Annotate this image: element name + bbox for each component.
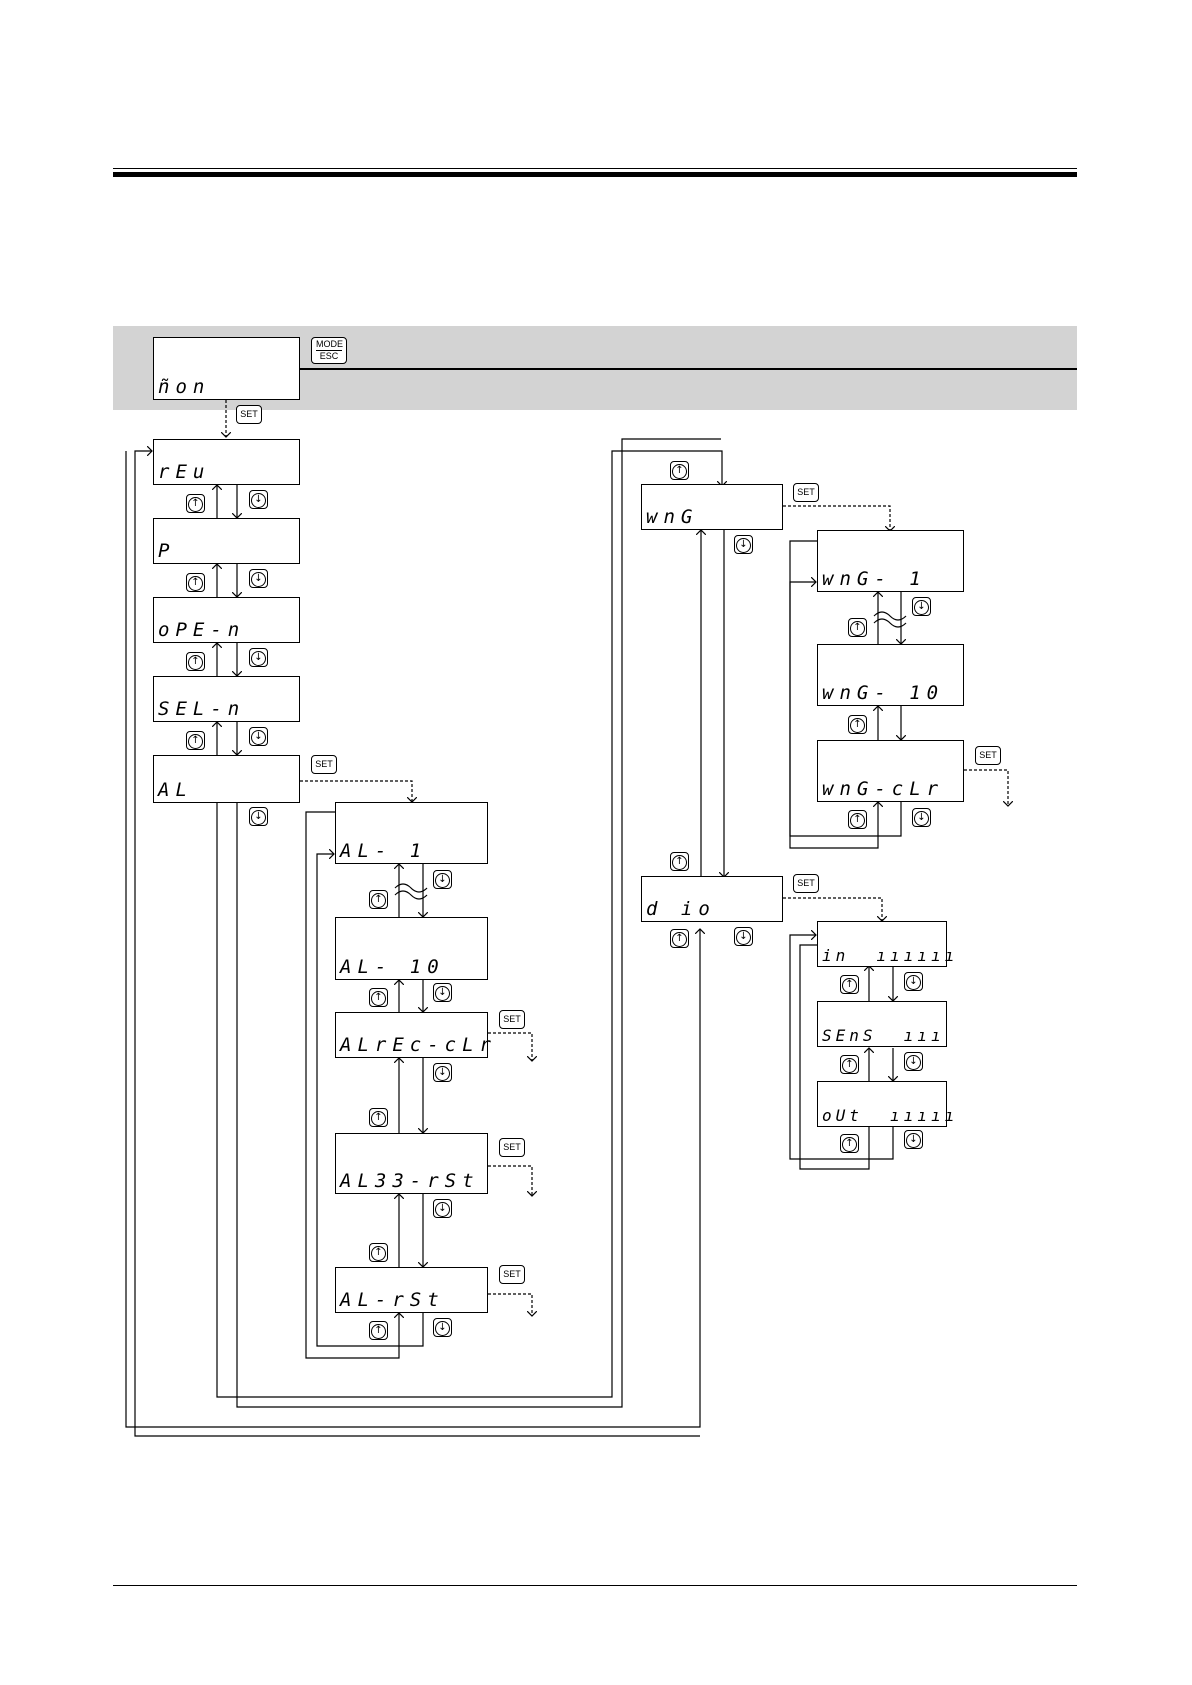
display-al-rst: AL-rSt <box>335 1267 488 1313</box>
display-al: AL <box>153 755 300 803</box>
down-key[interactable]: ↓ <box>734 535 753 554</box>
up-key[interactable]: ↑ <box>369 1108 388 1127</box>
set-key-alrec-clr[interactable]: SET <box>499 1010 525 1029</box>
up-key[interactable]: ↑ <box>840 975 859 994</box>
display-out: oUt ııııı <box>817 1081 947 1127</box>
display-p: P <box>153 518 300 564</box>
up-key[interactable]: ↑ <box>186 494 205 513</box>
display-sel-n: SEL-n <box>153 676 300 722</box>
display-dio: d io <box>641 876 783 922</box>
down-key[interactable]: ↓ <box>249 727 268 746</box>
down-key[interactable]: ↓ <box>433 1318 452 1337</box>
up-key[interactable]: ↑ <box>670 929 689 948</box>
up-key[interactable]: ↑ <box>186 731 205 750</box>
set-key-wng[interactable]: SET <box>793 483 819 502</box>
up-key[interactable]: ↑ <box>186 652 205 671</box>
up-key[interactable]: ↑ <box>369 988 388 1007</box>
down-key[interactable]: ↓ <box>912 597 931 616</box>
up-key[interactable]: ↑ <box>369 890 388 909</box>
display-wng-1: wnG- 1 <box>817 530 964 592</box>
up-key[interactable]: ↑ <box>848 618 867 637</box>
set-key-al33-rst[interactable]: SET <box>499 1138 525 1157</box>
down-key[interactable]: ↓ <box>249 569 268 588</box>
display-wng-clr: wnG-cLr <box>817 740 964 802</box>
set-key-al[interactable]: SET <box>311 755 337 774</box>
display-mon: ñon <box>153 337 300 400</box>
down-key[interactable]: ↓ <box>249 807 268 826</box>
down-key[interactable]: ↓ <box>734 927 753 946</box>
display-al33-rst: AL33-rSt <box>335 1133 488 1194</box>
down-key[interactable]: ↓ <box>912 808 931 827</box>
down-key[interactable]: ↓ <box>904 1052 923 1071</box>
down-key[interactable]: ↓ <box>249 648 268 667</box>
up-key[interactable]: ↑ <box>186 573 205 592</box>
display-sens: SEnS ııı <box>817 1001 947 1047</box>
display-wng-10: wnG- 10 <box>817 644 964 706</box>
down-key[interactable]: ↓ <box>433 983 452 1002</box>
up-key[interactable]: ↑ <box>848 810 867 829</box>
up-key[interactable]: ↑ <box>670 852 689 871</box>
up-key[interactable]: ↑ <box>369 1321 388 1340</box>
down-key[interactable]: ↓ <box>904 1130 923 1149</box>
display-al-10: AL- 10 <box>335 917 488 980</box>
display-in: in ıııııı <box>817 921 947 967</box>
set-key-dio[interactable]: SET <box>793 874 819 893</box>
up-key[interactable]: ↑ <box>840 1134 859 1153</box>
up-key[interactable]: ↑ <box>848 715 867 734</box>
display-alrec-clr: ALrEc-cLr <box>335 1012 488 1058</box>
down-key[interactable]: ↓ <box>433 1199 452 1218</box>
display-wng: wnG <box>641 484 783 530</box>
up-key[interactable]: ↑ <box>840 1055 859 1074</box>
down-key[interactable]: ↓ <box>433 870 452 889</box>
up-key[interactable]: ↑ <box>369 1243 388 1262</box>
up-key[interactable]: ↑ <box>670 461 689 480</box>
display-rev: rEu <box>153 439 300 485</box>
set-key-wng-clr[interactable]: SET <box>975 746 1001 765</box>
display-al-1: AL- 1 <box>335 802 488 864</box>
down-key[interactable]: ↓ <box>433 1063 452 1082</box>
mode-esc-key[interactable]: MODE ESC <box>311 337 347 364</box>
down-key[interactable]: ↓ <box>904 972 923 991</box>
display-ope-n: oPE-n <box>153 597 300 643</box>
down-key[interactable]: ↓ <box>249 490 268 509</box>
set-key-mon[interactable]: SET <box>236 405 262 424</box>
set-key-al-rst[interactable]: SET <box>499 1265 525 1284</box>
